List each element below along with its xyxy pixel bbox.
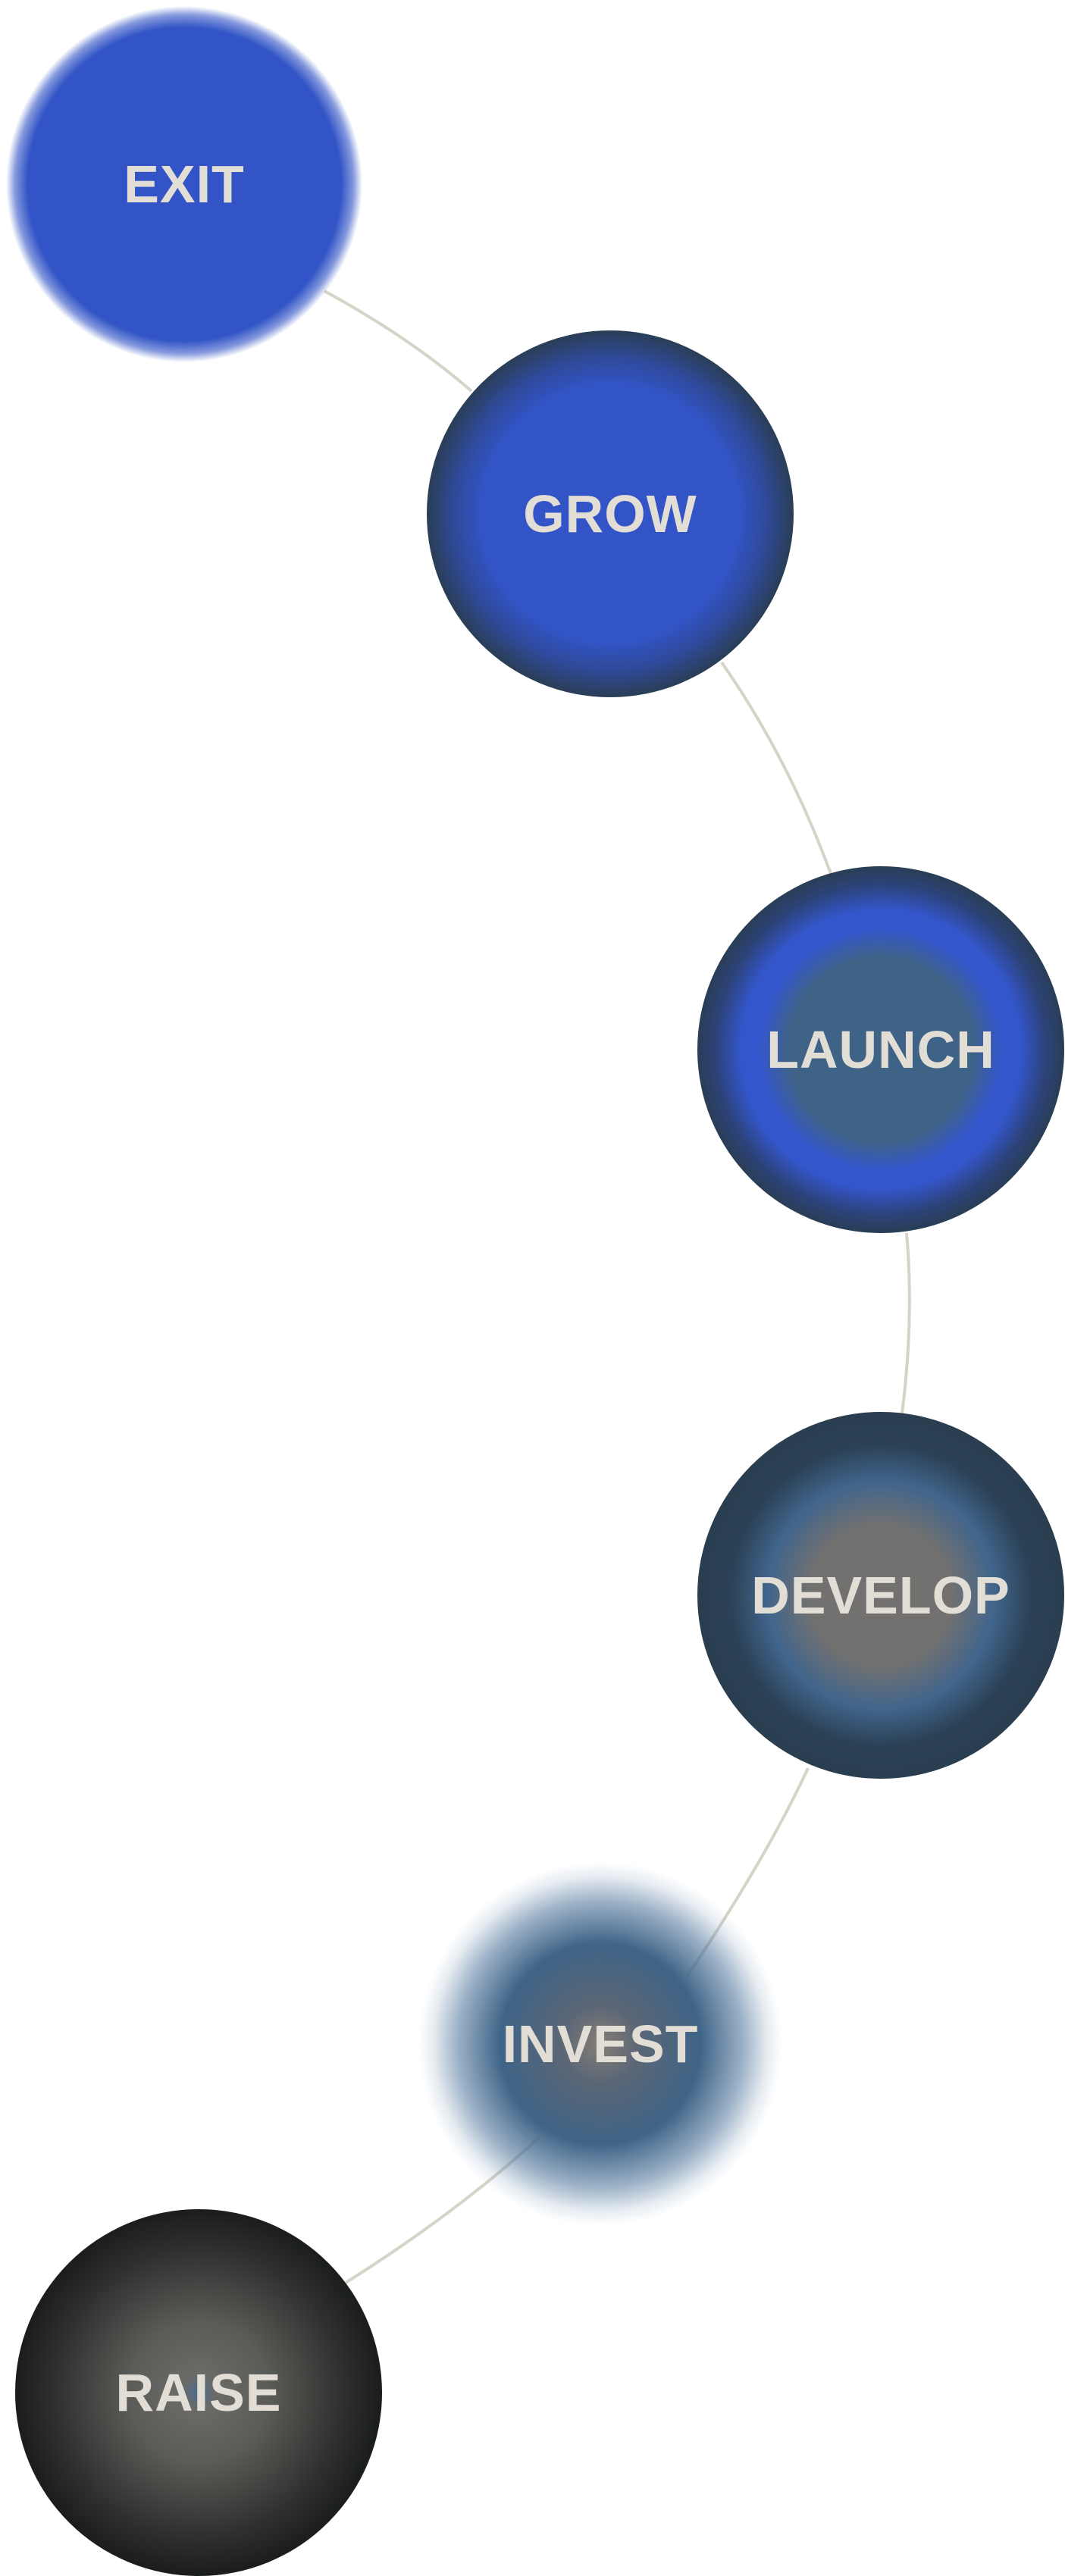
stage-label-raise: RAISE — [115, 2363, 282, 2422]
stage-launch: LAUNCH — [697, 866, 1064, 1233]
stage-develop: DEVELOP — [697, 1412, 1064, 1779]
stage-label-launch: LAUNCH — [766, 1020, 995, 1079]
stage-label-develop: DEVELOP — [751, 1566, 1010, 1625]
stage-label-grow: GROW — [523, 484, 697, 543]
stage-invest: INVEST — [418, 1862, 782, 2226]
stage-exit: EXIT — [6, 6, 362, 362]
stage-raise: RAISE — [15, 2209, 382, 2576]
stage-label-invest: INVEST — [502, 2014, 699, 2074]
connector-launch-develop — [901, 1232, 911, 1414]
connector-grow-launch — [720, 661, 832, 875]
connector-exit-grow — [324, 290, 473, 393]
stage-grow: GROW — [427, 330, 794, 697]
stage-label-exit: EXIT — [124, 155, 245, 214]
